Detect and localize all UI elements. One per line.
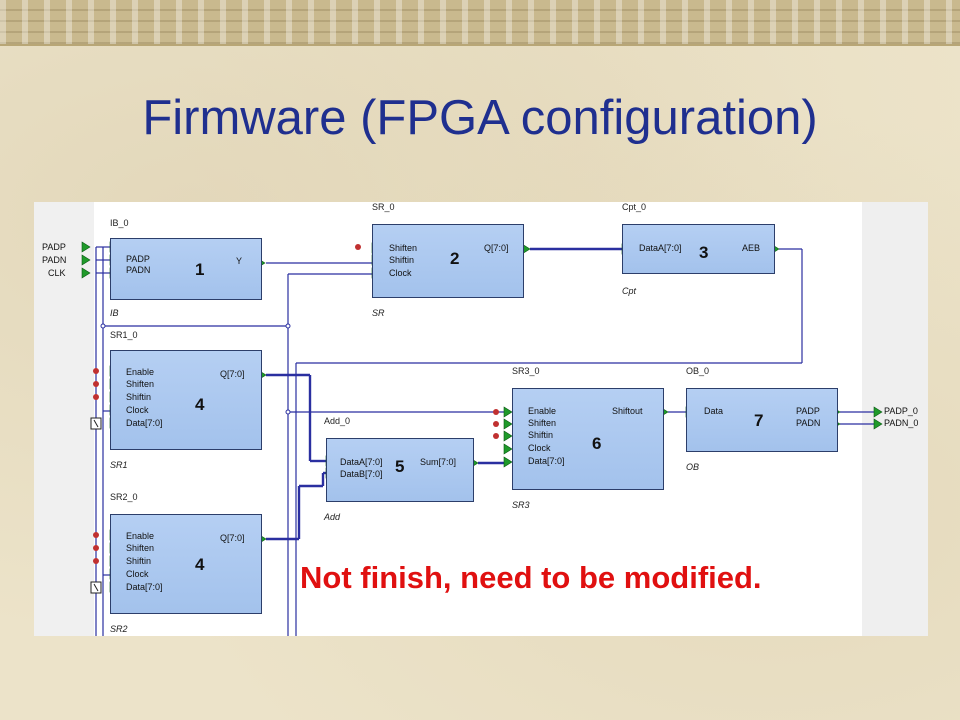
schematic-diagram: PADP PADN CLK IB_0 PADP PADN Y 1 IB SR_0… [34, 202, 928, 636]
port-label: Enable [126, 531, 155, 541]
sr2-type: SR2 [110, 624, 128, 634]
port-label: Q[7:0] [484, 243, 509, 253]
block-sr1[interactable] [110, 350, 262, 450]
port-label: Shiften [126, 379, 155, 389]
block-sr3[interactable] [512, 388, 664, 490]
port-label: Data [704, 406, 724, 416]
port-label: Clock [126, 569, 149, 579]
block-number-add: 5 [395, 457, 405, 476]
port-label: Shiften [528, 418, 557, 428]
port-label: Clock [528, 443, 551, 453]
add-instance: Add_0 [324, 416, 351, 426]
block-number-sr1: 4 [195, 395, 205, 414]
block-cpt[interactable] [622, 224, 775, 274]
sr-type: SR [372, 308, 385, 318]
block-number-ob: 7 [754, 411, 764, 430]
add-type: Add [324, 512, 341, 522]
port-label: Shiftin [126, 556, 152, 566]
input-padn: PADN [42, 255, 67, 265]
port-label: Shiftin [389, 255, 415, 265]
port-label: Shiftin [528, 430, 554, 440]
ob-instance: OB_0 [686, 366, 710, 376]
right-margin [862, 202, 928, 636]
port-label: AEB [742, 243, 761, 253]
cpt-type: Cpt [622, 286, 637, 296]
block-number-sr2: 4 [195, 555, 205, 574]
output-padn-0: PADN_0 [884, 418, 919, 428]
port-label: Q[7:0] [220, 533, 245, 543]
sr3-instance: SR3_0 [512, 366, 540, 376]
output-padp-0: PADP_0 [884, 406, 918, 416]
port-label: DataA[7:0] [639, 243, 682, 253]
block-number-sr3: 6 [592, 434, 602, 453]
port-label: DataB[7:0] [340, 469, 383, 479]
port-label: Data[7:0] [528, 456, 565, 466]
port-label: Clock [126, 405, 149, 415]
ib-instance: IB_0 [110, 218, 129, 228]
ib-type: IB [110, 308, 119, 318]
port-label: Enable [528, 406, 557, 416]
port-label: PADP [796, 406, 820, 416]
port-label: Sum[7:0] [420, 457, 457, 467]
port-label: Shiften [126, 543, 155, 553]
port-label: Y [236, 256, 243, 266]
ob-type: OB [686, 462, 700, 472]
port-label: PADN [126, 265, 151, 275]
port-label: Shiften [389, 243, 418, 253]
port-label: Q[7:0] [220, 369, 245, 379]
block-sr[interactable] [372, 224, 524, 298]
sr3-type: SR3 [512, 500, 530, 510]
sr1-type: SR1 [110, 460, 128, 470]
block-sr2[interactable] [110, 514, 262, 614]
status-note: Not finish, need to be modified. [300, 560, 762, 595]
block-ib[interactable] [110, 238, 262, 300]
port-label: PADN [796, 418, 821, 428]
port-label: DataA[7:0] [340, 457, 383, 467]
port-label: Enable [126, 367, 155, 377]
port-label: Data[7:0] [126, 582, 163, 592]
block-number-cpt: 3 [699, 243, 709, 262]
decorative-border [0, 0, 960, 46]
block-number-sr: 2 [450, 249, 460, 268]
port-label: Clock [389, 268, 412, 278]
sr-instance: SR_0 [372, 202, 395, 212]
port-label: Shiftin [126, 392, 152, 402]
input-clk: CLK [48, 268, 66, 278]
port-label: PADP [126, 254, 150, 264]
input-padp: PADP [42, 242, 66, 252]
block-number-ib: 1 [195, 260, 205, 279]
block-add[interactable] [326, 438, 474, 502]
port-label: Data[7:0] [126, 418, 163, 428]
cpt-instance: Cpt_0 [622, 202, 647, 212]
slide-title: Firmware (FPGA configuration) [142, 91, 818, 145]
port-label: Shiftout [612, 406, 643, 416]
block-ob[interactable] [686, 388, 838, 452]
sr1-instance: SR1_0 [110, 330, 138, 340]
sr2-instance: SR2_0 [110, 492, 138, 502]
